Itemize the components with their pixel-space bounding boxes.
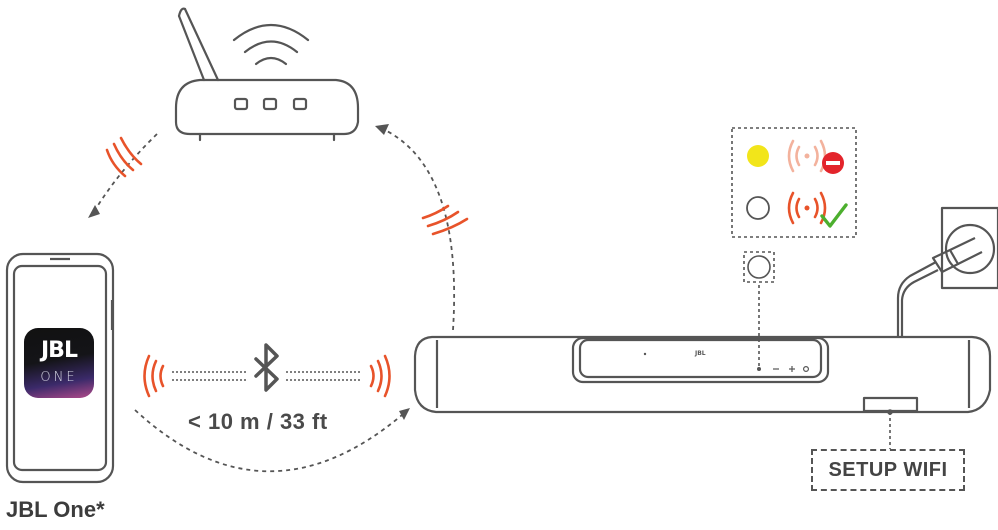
soundbar-logo: JBL xyxy=(695,350,706,357)
jbl-one-app-icon: JBL ONE xyxy=(24,328,94,398)
wifi-button-pointer xyxy=(743,251,775,369)
power-cord xyxy=(896,206,998,337)
distance-label: < 10 m / 33 ft xyxy=(188,409,328,434)
router-icon xyxy=(174,7,360,142)
app-sub-text: ONE xyxy=(40,370,78,385)
app-logo-text: JBL xyxy=(41,338,78,363)
arrowhead xyxy=(88,205,100,218)
phone-to-soundbar-arrow xyxy=(134,409,403,473)
soundbar-to-router-arrow xyxy=(384,129,456,331)
wifi-button-dot xyxy=(757,367,761,371)
setup-wifi-label: SETUP WIFI xyxy=(828,458,948,481)
soundbar-buttons xyxy=(643,352,809,373)
wall-socket xyxy=(940,206,998,290)
arrowhead xyxy=(399,408,410,420)
soundbar-icon xyxy=(413,335,992,414)
bluetooth-icon xyxy=(254,343,279,392)
status-panel xyxy=(731,127,857,238)
router-to-phone-arrow xyxy=(94,133,158,211)
signal-not-connected-icon xyxy=(787,139,827,173)
indicator-light-on xyxy=(747,145,769,167)
check-icon xyxy=(820,203,848,228)
bluetooth-link xyxy=(143,343,391,398)
wifi-signal-icon xyxy=(105,136,143,178)
phone-icon xyxy=(5,252,115,484)
signal-connected-icon xyxy=(787,191,827,225)
setup-wifi-pointer xyxy=(887,409,893,449)
wifi-signal-icon xyxy=(421,204,469,236)
indicator-light-off xyxy=(746,196,770,220)
setup-wifi-button[interactable]: SETUP WIFI xyxy=(811,449,965,491)
arrowhead xyxy=(375,124,389,135)
app-name-label: JBL One* xyxy=(6,497,105,522)
minus-icon xyxy=(822,152,844,174)
